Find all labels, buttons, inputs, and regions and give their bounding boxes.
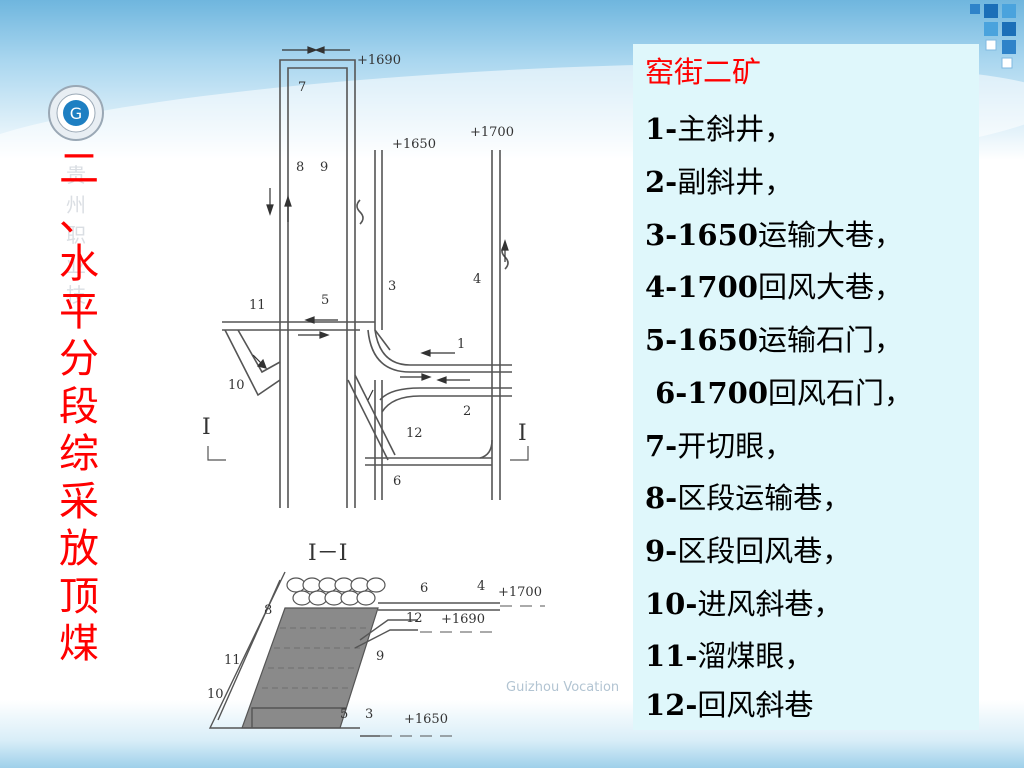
cross-section: [208, 571, 545, 737]
vertical-slide-title: 二 、 水 平 分 段 综 采 放 顶 煤: [56, 146, 102, 669]
svg-text:3: 3: [365, 707, 373, 722]
label-6: 6: [393, 474, 401, 489]
legend-item: 1-主斜井，: [645, 112, 794, 146]
title-char: 分: [59, 336, 99, 382]
legend-item: 12-回风斜巷: [645, 688, 814, 722]
plan-labels: +1690 +1650 +1700 7 8 9 3 4 11 5 1 10 2 …: [228, 53, 514, 489]
legend-item: 11-溜煤眼，: [645, 639, 814, 673]
legend-item: 5-1650运输石门，: [645, 323, 903, 357]
title-char: 平: [59, 288, 99, 335]
svg-text:+1690: +1690: [441, 612, 485, 627]
label-3: 3: [388, 279, 396, 294]
legend-item: 4-1700回风大巷，: [645, 270, 903, 304]
title-char: 水: [59, 241, 99, 287]
title-char: 顶: [59, 573, 99, 620]
label-11: 11: [249, 298, 266, 313]
legend-item: 6-1700回风石门，: [645, 376, 914, 410]
label-4: 4: [473, 272, 481, 287]
svg-text:6: 6: [420, 581, 428, 596]
svg-text:8: 8: [264, 603, 272, 618]
legend-item: 9-区段回风巷，: [645, 534, 852, 568]
svg-text:4: 4: [477, 579, 485, 594]
label-8: 8: [296, 160, 304, 175]
elev-1690: +1690: [357, 53, 401, 68]
section-title: I－I: [308, 541, 347, 566]
title-char: 综: [59, 431, 99, 477]
title-char: 二: [59, 146, 99, 192]
airflow-arrows: [252, 46, 509, 401]
svg-text:+1700: +1700: [498, 585, 542, 600]
title-char: 段: [59, 383, 99, 430]
title-char: 放: [59, 526, 99, 572]
legend-item: 8-区段运输巷，: [645, 481, 852, 515]
elev-1650: +1650: [392, 137, 436, 152]
svg-text:12: 12: [406, 611, 423, 626]
footer-watermark: Guizhou Vocation: [506, 680, 620, 695]
legend-item: 3-1650运输大巷，: [645, 218, 903, 252]
svg-text:10: 10: [207, 687, 224, 702]
svg-text:5: 5: [340, 707, 348, 722]
title-char: 采: [59, 478, 99, 525]
title-char: 、: [59, 193, 99, 240]
school-logo: G: [48, 85, 104, 141]
legend-item: 7-开切眼，: [645, 429, 794, 463]
label-5: 5: [321, 293, 329, 308]
label-2: 2: [463, 404, 471, 419]
svg-text:11: 11: [224, 653, 241, 668]
legend-item: 2-副斜井，: [645, 165, 794, 199]
svg-text:9: 9: [376, 649, 384, 664]
label-1: 1: [457, 337, 465, 352]
mine-layout-diagram: +1690 +1650 +1700 7 8 9 3 4 11 5 1 10 2 …: [202, 46, 545, 737]
svg-text:I: I: [202, 415, 211, 440]
legend-title: 窑街二矿: [645, 55, 762, 89]
plan-view: [222, 59, 512, 508]
title-char: 煤: [59, 621, 99, 667]
label-9: 9: [320, 160, 328, 175]
vertical-watermark: 贵 州 职 业 技: [66, 163, 86, 307]
elev-1700: +1700: [470, 125, 514, 140]
svg-text:+1650: +1650: [404, 712, 448, 727]
label-7: 7: [298, 80, 306, 95]
label-10: 10: [228, 378, 245, 393]
section-marks: I I: [202, 415, 527, 446]
svg-text:I: I: [518, 421, 527, 446]
legend-panel: 窑街二矿 1-主斜井， 2-副斜井， 3-1650运输大巷， 4-1700回风大…: [633, 44, 979, 730]
label-12: 12: [406, 426, 423, 441]
svg-text:G: G: [70, 104, 82, 123]
decorative-squares: [970, 4, 1016, 69]
section-labels: 6 4 8 12 9 11 10 5 3 +1700 +1690 +1650: [207, 579, 542, 727]
legend-item: 10-进风斜巷，: [645, 587, 843, 621]
